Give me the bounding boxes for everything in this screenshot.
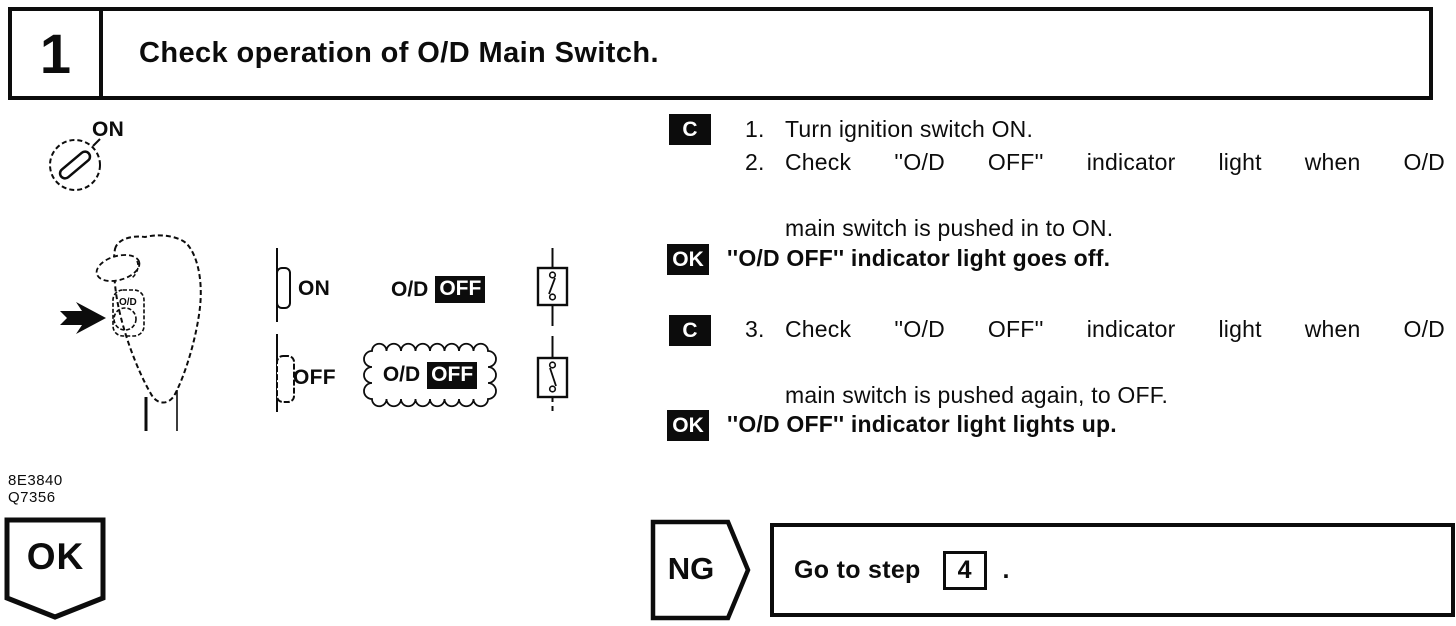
ok-result-2: ''O/D OFF'' indicator light lights up. [727, 411, 1117, 437]
indicator-off-box: OFF [435, 276, 486, 303]
contact-bottom [548, 293, 557, 301]
step-number-label: 1. [745, 116, 765, 142]
step-number-label: 2. [745, 149, 765, 175]
ng-route-label: NG [667, 551, 715, 586]
key-slot [58, 150, 92, 180]
contact-top [548, 271, 557, 279]
knob-outline [112, 234, 202, 404]
pointer-arrow-icon [60, 302, 106, 334]
row-on-label: ON [298, 277, 331, 300]
instruction-step-3: 3. Check ''O/D OFF'' indicator light whe… [745, 313, 1445, 412]
circuit-switch-open-icon [536, 336, 569, 413]
blade [549, 367, 557, 387]
arrow-shape [60, 302, 106, 334]
step-text: Turn ignition switch ON. [785, 116, 1034, 142]
push-switch-on-icon [276, 248, 291, 322]
indicator-off-box: OFF [427, 361, 478, 389]
ignition-bezel [49, 139, 101, 191]
figure-code-1: 8E3840 [8, 472, 63, 489]
ignition-on-label: ON [92, 118, 125, 141]
ng-action-period: . [1002, 555, 1010, 584]
thumb-pad [95, 254, 141, 282]
ok-badge-1: OK [667, 244, 709, 275]
contact-bottom [548, 385, 557, 393]
indicator-prefix: O/D [382, 363, 421, 386]
step-text-line-2: main switch is pushed in to ON. [785, 215, 1114, 241]
indicator-group: O/D OFF [382, 361, 478, 389]
circuit-switch-closed-icon [536, 248, 569, 326]
check-badge-1: C [669, 114, 711, 145]
row-off-label: OFF [293, 366, 336, 389]
glow-burst-outline [363, 342, 497, 408]
shift-lever-figure: O/D [95, 234, 202, 431]
button-out [276, 355, 295, 403]
figure-code-2: Q7356 [8, 489, 56, 506]
step-number-label: 3. [745, 316, 765, 342]
figure-codes: 8E3840 Q7356 [8, 472, 63, 506]
ng-action-box: Go to step 4 . [770, 523, 1455, 617]
ok-route-shape [4, 517, 106, 620]
ignition-switch-icon [49, 138, 101, 191]
step-number-box: 1 [8, 7, 103, 100]
pointer-line [92, 138, 101, 147]
od-switch-panel [112, 289, 145, 337]
od-off-indicator-lit: O/D OFF [363, 341, 497, 409]
lever-od-label: O/D [119, 297, 137, 308]
step-text-line-1: Check ''O/D OFF'' indicator light when O… [785, 149, 1445, 175]
ok-result-1: ''O/D OFF'' indicator light goes off. [727, 245, 1111, 271]
step-number: 1 [39, 22, 72, 85]
ok-badge-2: OK [667, 410, 709, 441]
instruction-step-2: 2. Check ''O/D OFF'' indicator light whe… [745, 146, 1445, 245]
ng-pentagon [650, 519, 751, 621]
button-pushed-in [276, 267, 291, 309]
page-title: Check operation of O/D Main Switch. [139, 37, 659, 69]
instruction-step-1: 1. Turn ignition switch ON. [745, 113, 1445, 146]
step-text-line-1: Check ''O/D OFF'' indicator light when O… [785, 316, 1445, 342]
indicator-prefix: O/D [391, 277, 429, 301]
goto-step-number-box: 4 [942, 550, 987, 590]
ok-route-label: OK [26, 536, 85, 577]
burst-path [363, 342, 497, 408]
ok-pentagon [4, 517, 106, 620]
step-text-line-2: main switch is pushed again, to OFF. [785, 382, 1169, 408]
ng-route-shape [650, 519, 751, 621]
thumb-crease [129, 260, 139, 280]
blade [548, 277, 556, 295]
ng-action-text: Go to step [794, 555, 921, 584]
od-switch-button [113, 307, 137, 331]
check-badge-2: C [669, 315, 711, 346]
push-switch-off-icon [276, 334, 295, 412]
contact-top [548, 361, 557, 369]
step-title-box: Check operation of O/D Main Switch. [103, 7, 1433, 100]
